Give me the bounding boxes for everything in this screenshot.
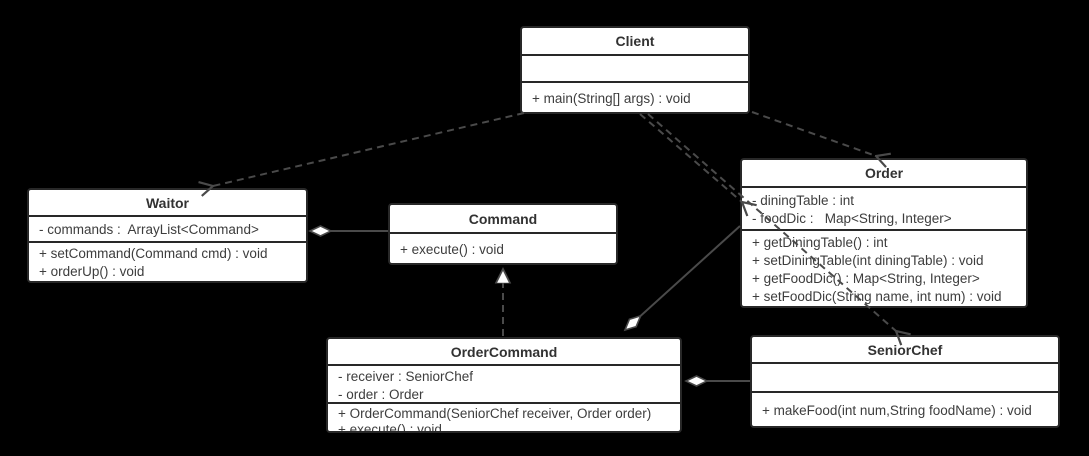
method-line: + OrderCommand(SeniorChef receiver, Orde… [338, 406, 652, 421]
class-client-methods: + main(String[] args) : void [522, 83, 748, 112]
class-waitor-attributes: - commands : ArrayList<Command> [29, 217, 306, 243]
dependency-client-order-left [639, 113, 742, 202]
class-seniorchef-attributes-empty [752, 364, 1058, 393]
class-seniorchef-title: SeniorChef [752, 337, 1058, 364]
attribute-line: - commands : ArrayList<Command> [39, 222, 259, 237]
method-line: + getDiningTable() : int [752, 235, 888, 250]
class-order[interactable]: Order - diningTable : int - foodDic : Ma… [740, 158, 1028, 308]
method-line: + execute() : void [338, 421, 442, 433]
method-line: + makeFood(int num,String foodName) : vo… [762, 402, 1032, 418]
class-waitor[interactable]: Waitor - commands : ArrayList<Command> +… [27, 188, 308, 283]
method-line: + setFoodDic(String name, int num) : voi… [752, 289, 1002, 304]
class-ordercommand[interactable]: OrderCommand - receiver : SeniorChef - o… [326, 337, 682, 433]
class-client[interactable]: Client + main(String[] args) : void [520, 26, 750, 114]
class-command-methods: + execute() : void [390, 234, 616, 263]
class-order-methods: + getDiningTable() : int + setDiningTabl… [742, 231, 1026, 306]
attribute-line: - order : Order [338, 387, 424, 402]
class-command[interactable]: Command + execute() : void [388, 203, 618, 265]
class-order-attributes: - diningTable : int - foodDic : Map<Stri… [742, 188, 1026, 231]
attribute-line: - receiver : SeniorChef [338, 369, 474, 384]
aggregation-ordercommand-order [625, 225, 741, 330]
class-client-attributes-empty [522, 56, 748, 83]
class-ordercommand-methods: + OrderCommand(SeniorChef receiver, Orde… [328, 404, 680, 433]
method-line: + execute() : void [400, 241, 504, 257]
attribute-line: - foodDic : Map<String, Integer> [752, 211, 952, 226]
dependency-client-waitor [213, 112, 525, 186]
class-ordercommand-attributes: - receiver : SeniorChef - order : Order [328, 366, 680, 404]
class-seniorchef-methods: + makeFood(int num,String foodName) : vo… [752, 393, 1058, 426]
method-line: + orderUp() : void [39, 264, 145, 279]
class-client-title: Client [522, 28, 748, 56]
class-command-title: Command [390, 205, 616, 234]
class-waitor-methods: + setCommand(Command cmd) : void + order… [29, 243, 306, 281]
method-line: + main(String[] args) : void [532, 90, 691, 106]
method-line: + setDiningTable(int diningTable) : void [752, 253, 984, 268]
dependency-client-order-top [751, 111, 876, 156]
attribute-line: - diningTable : int [752, 193, 855, 208]
method-line: + setCommand(Command cmd) : void [39, 246, 268, 261]
class-waitor-title: Waitor [29, 190, 306, 217]
class-ordercommand-title: OrderCommand [328, 339, 680, 366]
method-line: + getFoodDic() : Map<String, Integer> [752, 271, 980, 286]
class-seniorchef[interactable]: SeniorChef + makeFood(int num,String foo… [750, 335, 1060, 428]
class-order-title: Order [742, 160, 1026, 188]
